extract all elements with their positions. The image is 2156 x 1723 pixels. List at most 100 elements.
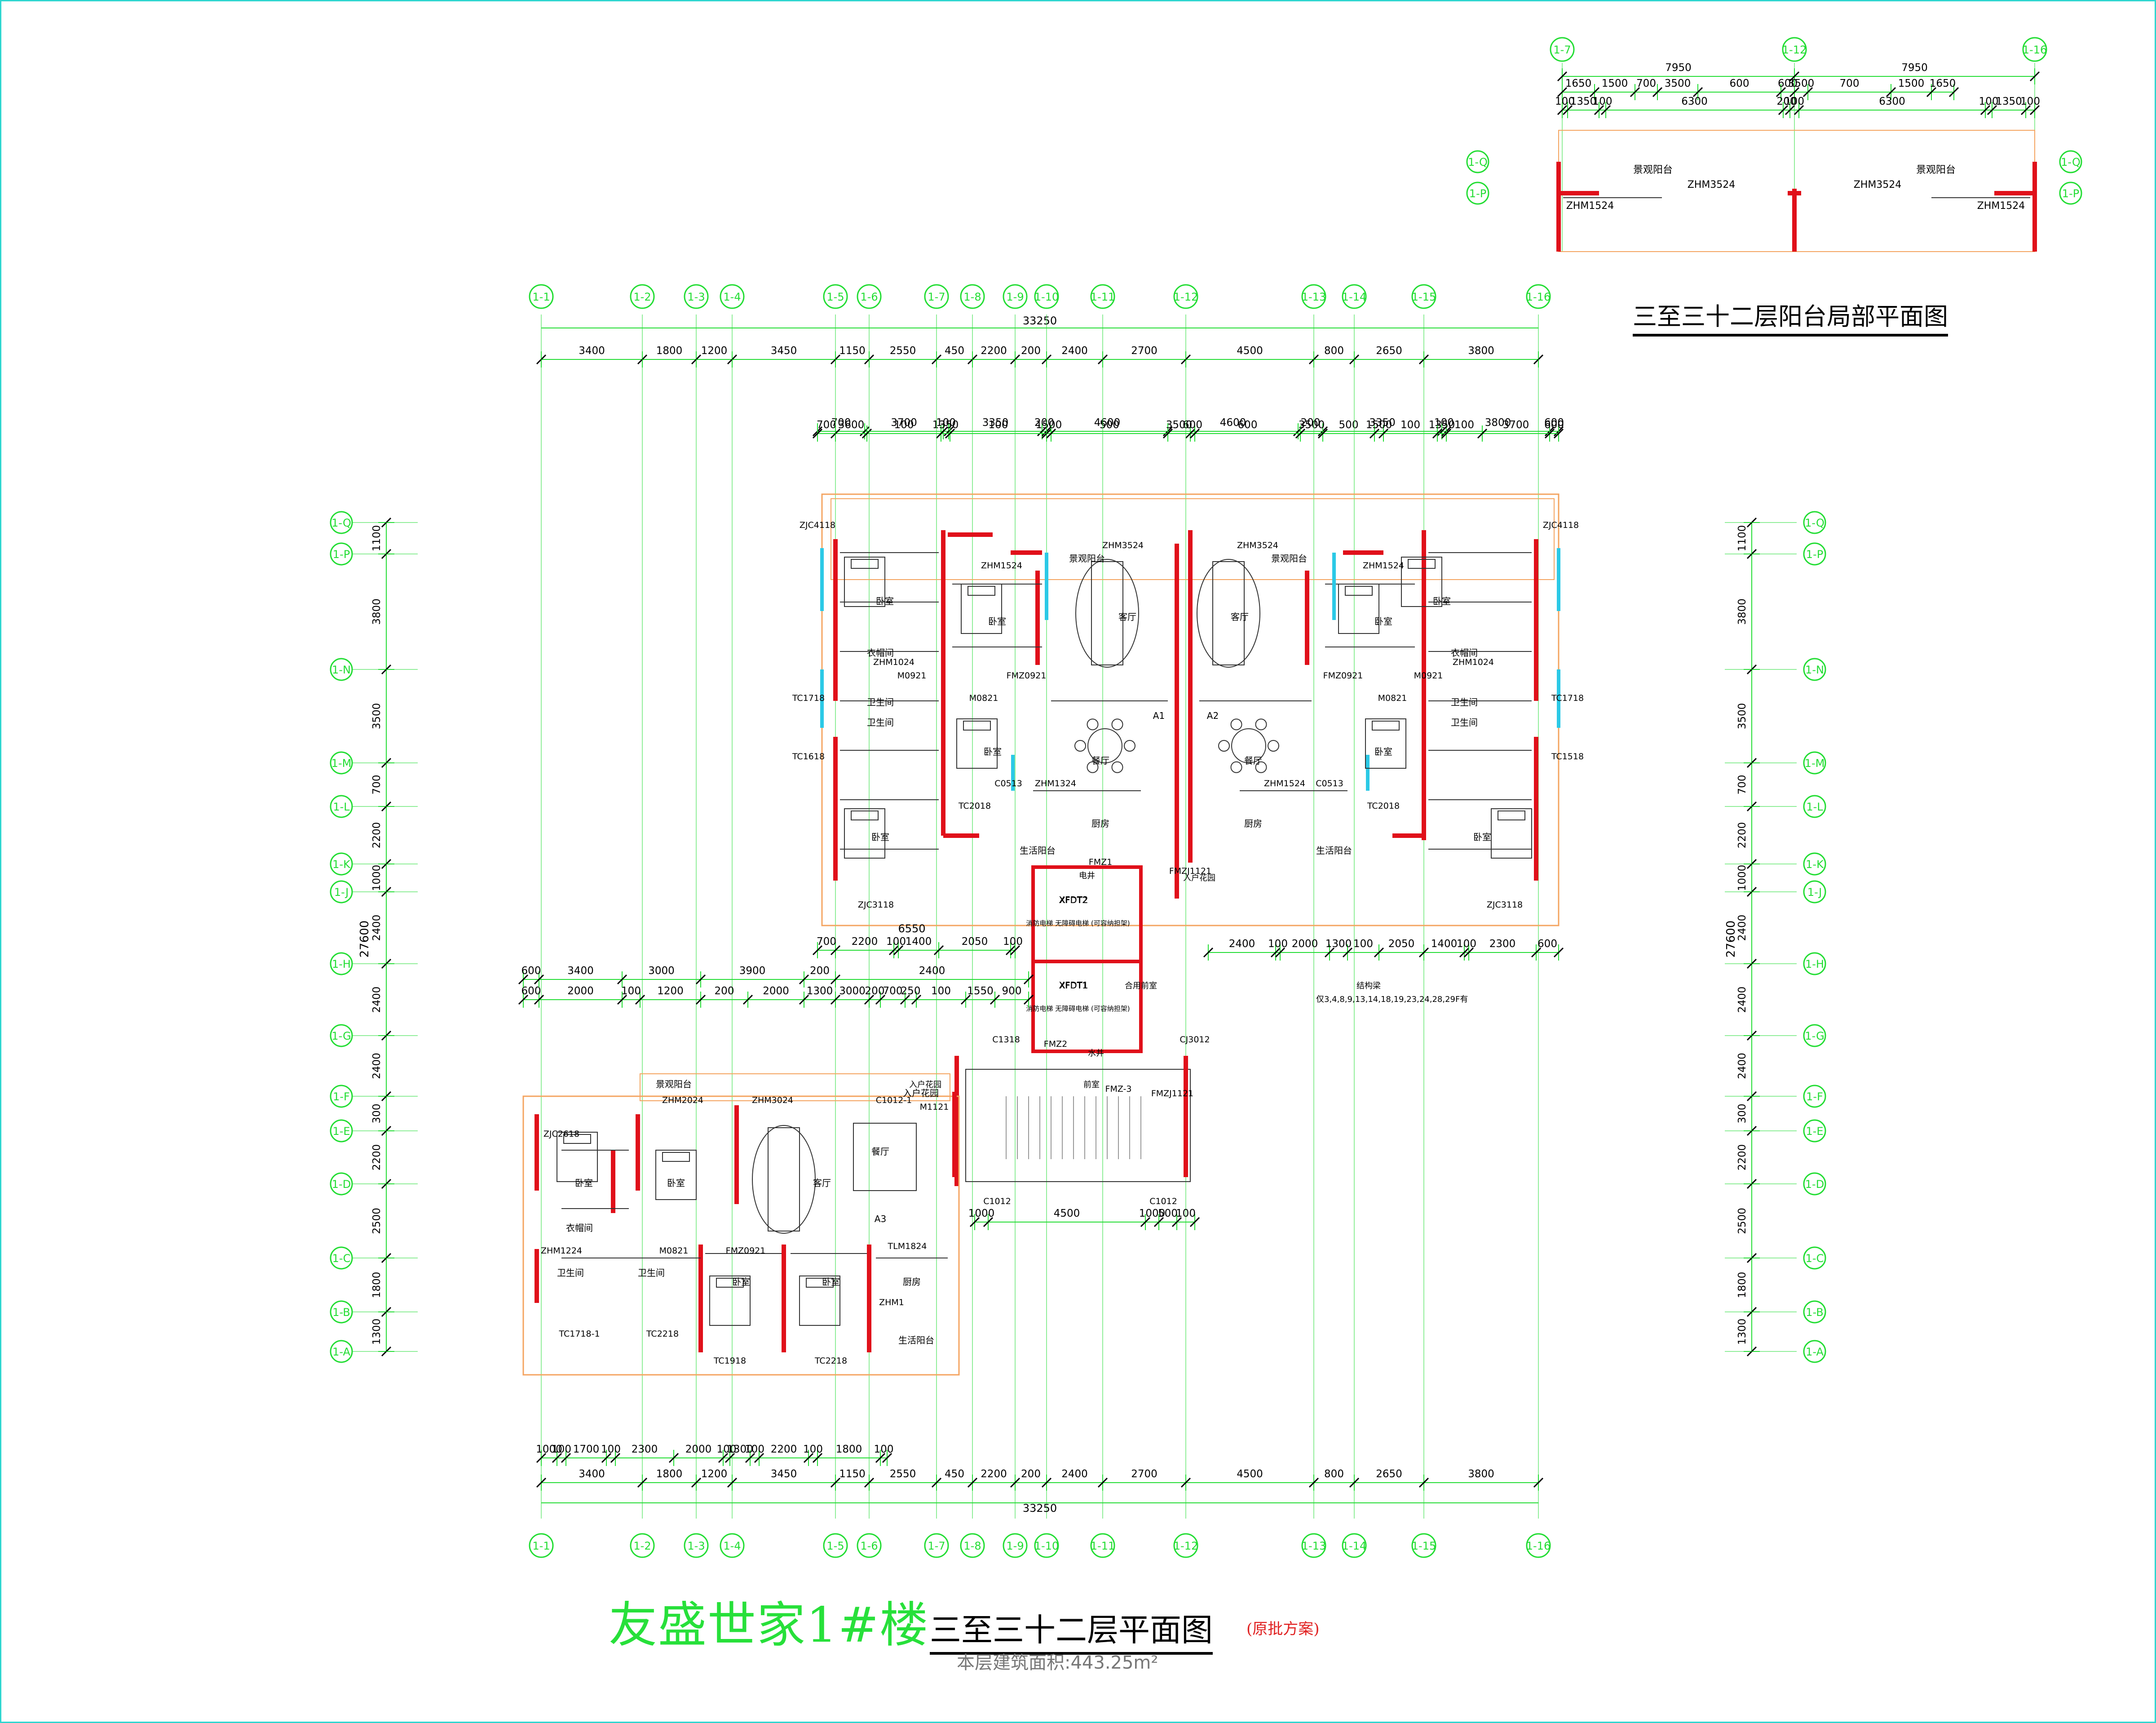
detail-dim-mid-mark: [1589, 87, 1600, 97]
col-axis-bottom-label: 1-16: [1526, 1540, 1551, 1552]
opening-tag: ZHM1024: [1453, 657, 1494, 667]
bottom-dim-row1-value: 100: [745, 1444, 764, 1455]
opening-tag: TC1618: [792, 752, 825, 762]
col-axis-top: [1090, 284, 1115, 309]
bed: [961, 584, 1002, 634]
bottom-dim-row2-value: 3800: [1468, 1468, 1494, 1480]
opening-tag: C0513: [994, 779, 1022, 788]
left-dim-value: 1100: [371, 525, 383, 552]
right-dim-value: 1300: [1736, 1319, 1748, 1345]
elevator-label: 消防电梯 无障碍电梯 (可容纳担架): [1026, 919, 1130, 927]
bottom-dim-row2-mark: [1533, 1477, 1544, 1488]
dining-table-chair: [1124, 740, 1135, 752]
sofa: [768, 1127, 800, 1231]
bed: [844, 557, 885, 607]
detail-dim-low-value: 1350: [1570, 96, 1597, 107]
top-dim-row2-value: 4600: [1220, 417, 1246, 429]
detail-dim-low-value: 6300: [1879, 96, 1905, 107]
col-axis-bottom: [720, 1533, 745, 1558]
left-dim-value: 3800: [371, 598, 383, 625]
room-label: 客厅: [813, 1178, 831, 1188]
row-axis-left: [330, 1024, 353, 1047]
detail-col-axis-label: 1-7: [1553, 44, 1571, 56]
unit3-dim-row1-mark: [534, 974, 544, 985]
bottom-dim-row1-value: 100: [803, 1444, 823, 1455]
detail-title: 三至三十二层阳台局部平面图: [1633, 297, 1948, 337]
unit3-dim-bot-mark: [969, 1217, 980, 1227]
bottom-dim-row1-value: 1800: [836, 1444, 862, 1455]
col-axis-top-label: 1-4: [723, 291, 741, 303]
col-axis-top-label: 1-9: [1006, 291, 1024, 303]
mid-left-dim-value: 2200: [852, 936, 878, 948]
unit3-dim-row1-mark: [1023, 974, 1034, 985]
row-axis-left-label: 1-D: [332, 1178, 351, 1191]
right-dim-value: 2400: [1736, 1053, 1748, 1079]
balcony-lower: [640, 1073, 950, 1101]
detail-dim-mid-mark: [1692, 87, 1703, 97]
row-axis-right: [1803, 795, 1826, 818]
bottom-dim-row2-value: 1200: [701, 1468, 728, 1480]
bed-pillow: [716, 1278, 744, 1288]
bottom-dim-row2-mark: [1097, 1477, 1108, 1488]
col-axis-top: [823, 284, 848, 309]
left-dim-value: 3500: [371, 703, 383, 730]
sofa-rug: [752, 1125, 816, 1234]
row-axis-right-label: 1-A: [1806, 1346, 1824, 1358]
detail-col-axis: [2022, 37, 2047, 62]
left-dim-value: 2400: [371, 987, 383, 1013]
opening-tag: M0921: [897, 671, 927, 681]
top-dim-row3-mark: [936, 428, 946, 439]
top-dim-row2-value: 3350: [982, 417, 1009, 429]
mid-left-dim-mark: [830, 945, 841, 956]
col-axis-top: [1411, 284, 1436, 309]
col-axis-bottom-label: 1-7: [928, 1540, 945, 1552]
detail-col-axis: [1550, 37, 1575, 62]
row-axis-left: [330, 1340, 353, 1363]
opening-tag: FMZ2: [1044, 1039, 1067, 1049]
unit3-dim-row2-value: 600: [521, 985, 541, 997]
row-axis-left-label: 1-E: [332, 1125, 350, 1138]
top-dim-row1-value: 2700: [1131, 345, 1158, 357]
col-axis-bottom: [924, 1533, 949, 1558]
right-dim-value: 1100: [1736, 525, 1748, 552]
unit3-dim-bot-value: 4500: [1054, 1208, 1080, 1219]
left-dim-value: 2400: [371, 915, 383, 941]
bottom-dim-row1-value: 2200: [771, 1444, 797, 1455]
unit3-dim-row2-value: 200: [715, 985, 734, 997]
right-dim-value: 3800: [1736, 598, 1748, 625]
unit3-dim-row2-mark: [518, 994, 529, 1005]
unit3-dim-row2-mark: [799, 994, 809, 1005]
top-dim-row2-value: 4600: [1094, 417, 1121, 429]
detail-dim-top-value: 7950: [1901, 62, 1928, 74]
unit3-dim-bot-mark: [1153, 1217, 1164, 1227]
detail-dim-low-value: 100: [1593, 96, 1613, 107]
top-dim-row1-value: 800: [1324, 345, 1344, 357]
col-axis-bottom: [960, 1533, 985, 1558]
col-axis-top: [630, 284, 655, 309]
struct-note: 结构梁: [1356, 981, 1381, 991]
left-dim-value: 1800: [371, 1272, 383, 1298]
bottom-dim-row2-mark: [830, 1477, 841, 1488]
detail-dim-low-mark: [2029, 105, 2040, 115]
opening-tag: FMZ1: [1089, 857, 1112, 867]
room-label: 卫生间: [1451, 697, 1478, 708]
row-axis-left-label: 1-L: [333, 801, 350, 813]
row-axis-right-label: 1-H: [1805, 958, 1824, 970]
col-axis-bottom: [529, 1533, 554, 1558]
detail-dim-mid-mark: [1926, 87, 1937, 97]
room-label: 卧室: [1374, 746, 1392, 757]
unit3-dim-row2-value: 3000: [839, 985, 866, 997]
bottom-dim-row1-mark: [875, 1453, 886, 1463]
unit3-dim-row2-value: 1300: [807, 985, 833, 997]
col-axis-bottom: [684, 1533, 709, 1558]
mid-left-total: 6550: [898, 922, 925, 935]
col-axis-bottom: [1173, 1533, 1198, 1558]
bed-pillow: [1345, 586, 1373, 596]
bottom-dim-row1-mark: [803, 1453, 814, 1463]
core-label: 电井: [1079, 871, 1095, 881]
room-label: 生活阳台: [1020, 845, 1056, 856]
right-dim-value: 2400: [1736, 915, 1748, 941]
row-axis-right-label: 1-Q: [1805, 517, 1825, 529]
top-dim-row1-value: 2550: [890, 345, 916, 357]
